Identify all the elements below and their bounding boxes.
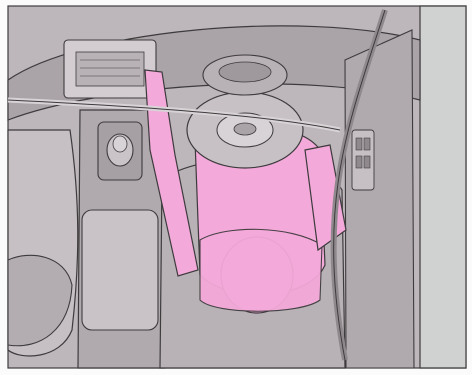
gear-shifter-icon	[98, 122, 142, 180]
instrument-cluster	[203, 55, 287, 95]
audio-unit-icon	[64, 40, 156, 98]
steering-wheel-icon	[187, 92, 303, 168]
driver-shoulders	[200, 229, 322, 311]
console-armrest	[82, 210, 158, 330]
door-switch-panel-icon	[345, 30, 414, 368]
right-window-area	[420, 6, 466, 368]
